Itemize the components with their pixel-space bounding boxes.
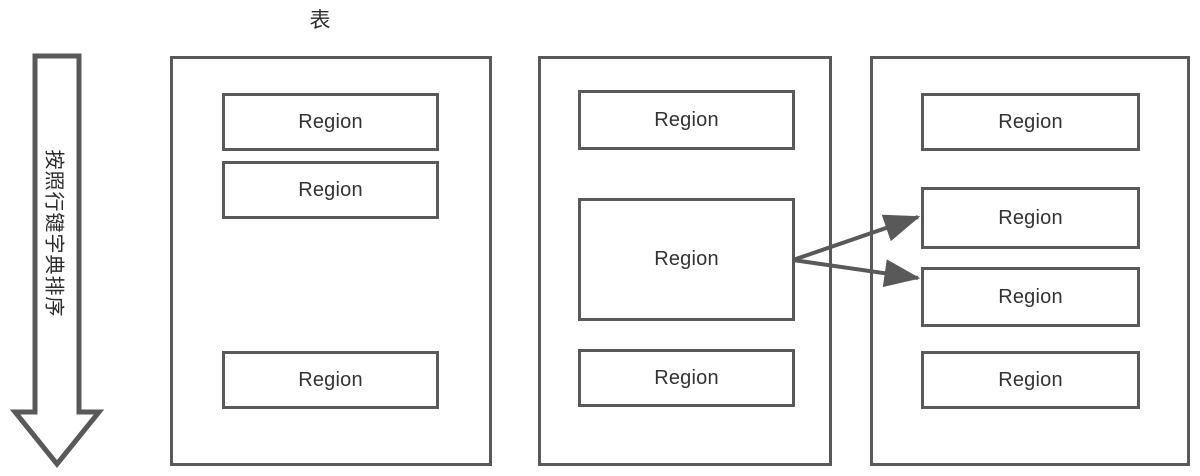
region-box[interactable]: Region (578, 90, 795, 150)
region-box[interactable]: Region (578, 349, 795, 407)
down-arrow-icon (10, 53, 105, 468)
middle-container: Region Region Region (538, 56, 832, 466)
region-box-split-b[interactable]: Region (921, 267, 1140, 327)
right-container: Region Region Region Region (870, 56, 1190, 466)
region-box-large[interactable]: Region (578, 198, 795, 321)
table-container: Region Region Region (170, 56, 492, 466)
region-box[interactable]: Region (222, 161, 439, 219)
region-box[interactable]: Region (222, 93, 439, 151)
region-box[interactable]: Region (921, 93, 1140, 151)
region-box[interactable]: Region (222, 351, 439, 409)
page-title: 表 (309, 9, 331, 32)
region-box[interactable]: Region (921, 351, 1140, 409)
sort-order-arrow (10, 50, 106, 470)
region-box-split-a[interactable]: Region (921, 187, 1140, 249)
